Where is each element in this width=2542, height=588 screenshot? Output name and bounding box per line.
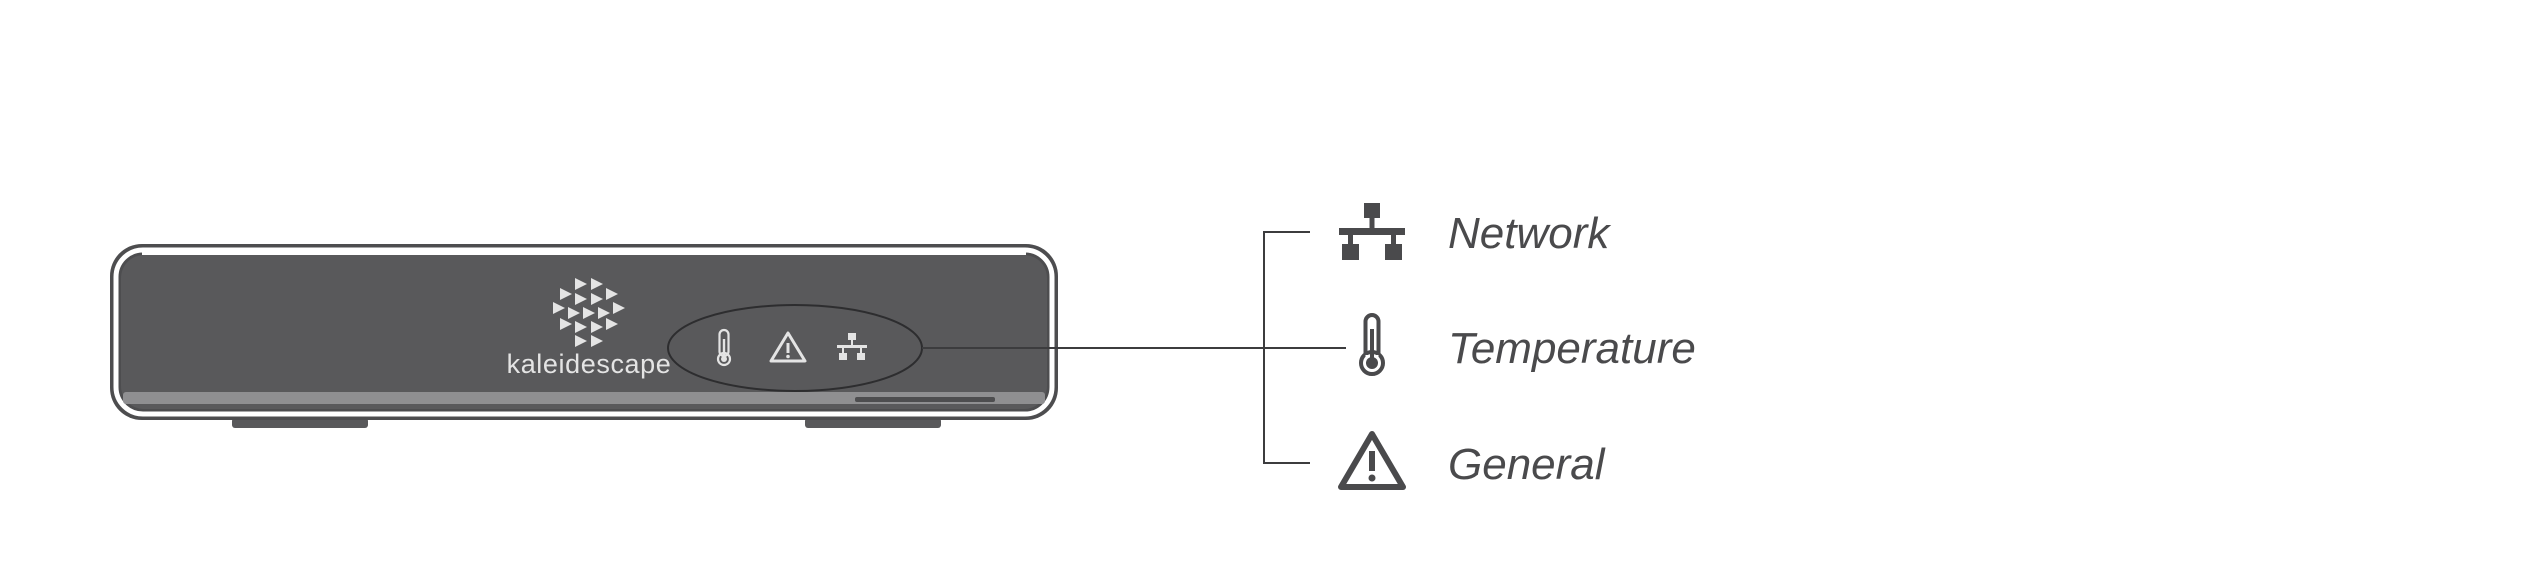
callout-lines: [922, 231, 1346, 464]
device-top-rail: [142, 250, 1026, 255]
device-front-panel: [121, 255, 1047, 409]
device-network-icon: [837, 333, 867, 360]
brand-wordmark: kaleidescape: [507, 349, 672, 379]
thermometer-icon: [1359, 313, 1385, 376]
device-foot-right: [805, 418, 941, 428]
legend-label-general: General: [1448, 440, 1606, 489]
warning-icon: [1338, 431, 1406, 490]
legend-item-general: General: [1338, 431, 1606, 490]
legend-label-network: Network: [1448, 209, 1611, 258]
legend-item-network: Network: [1339, 203, 1611, 260]
device-warning-icon: [769, 331, 807, 363]
device-bottom-strip: [123, 392, 1045, 404]
device-thermometer-icon: [716, 328, 732, 367]
legend-label-temperature: Temperature: [1448, 324, 1696, 373]
legend-item-temperature: Temperature: [1359, 313, 1696, 376]
device-foot-left: [232, 418, 368, 428]
network-icon: [1339, 203, 1405, 260]
legend: Network Temperature General: [1338, 203, 1696, 490]
device-slot: [855, 397, 995, 402]
legend-bracket: [1263, 231, 1310, 464]
kaleidescape-logo-icon: [553, 278, 625, 347]
media-player-device: kaleidescape: [110, 244, 1058, 428]
